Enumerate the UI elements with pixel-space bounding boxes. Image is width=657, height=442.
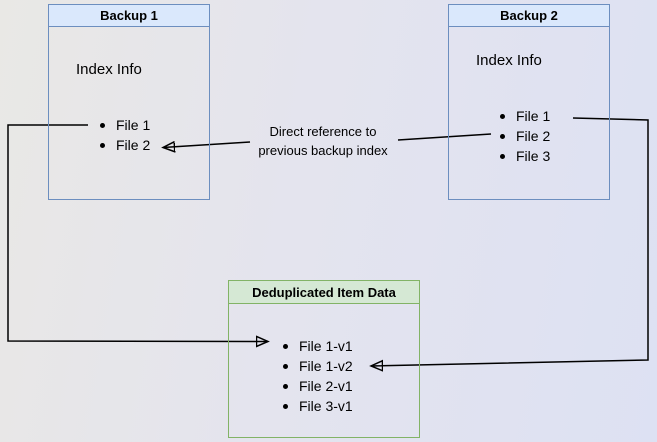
backup2-title: Backup 2	[500, 8, 558, 23]
backup2-subtitle: Index Info	[476, 52, 542, 69]
backup1-header: Backup 1	[49, 5, 209, 27]
list-item: File 3-v1	[282, 396, 353, 416]
dedup-header: Deduplicated Item Data	[229, 281, 419, 304]
dedup-title: Deduplicated Item Data	[252, 284, 396, 300]
list-item: File 1-v1	[282, 336, 353, 356]
list-item: File 2	[499, 126, 550, 146]
direct-reference-label-line2: previous backup index	[258, 143, 388, 158]
list-item: File 1	[499, 106, 550, 126]
backup2-header: Backup 2	[449, 5, 609, 27]
list-item: File 1-v2	[282, 356, 353, 376]
list-item: File 2-v1	[282, 376, 353, 396]
list-item: File 2	[99, 135, 150, 155]
list-item: File 1	[99, 115, 150, 135]
direct-reference-label: Direct reference to previous backup inde…	[239, 122, 407, 160]
list-item: File 3	[499, 146, 550, 166]
direct-reference-label-line1: Direct reference to	[269, 124, 377, 139]
backup1-title: Backup 1	[100, 8, 158, 23]
backup1-subtitle: Index Info	[76, 61, 142, 78]
